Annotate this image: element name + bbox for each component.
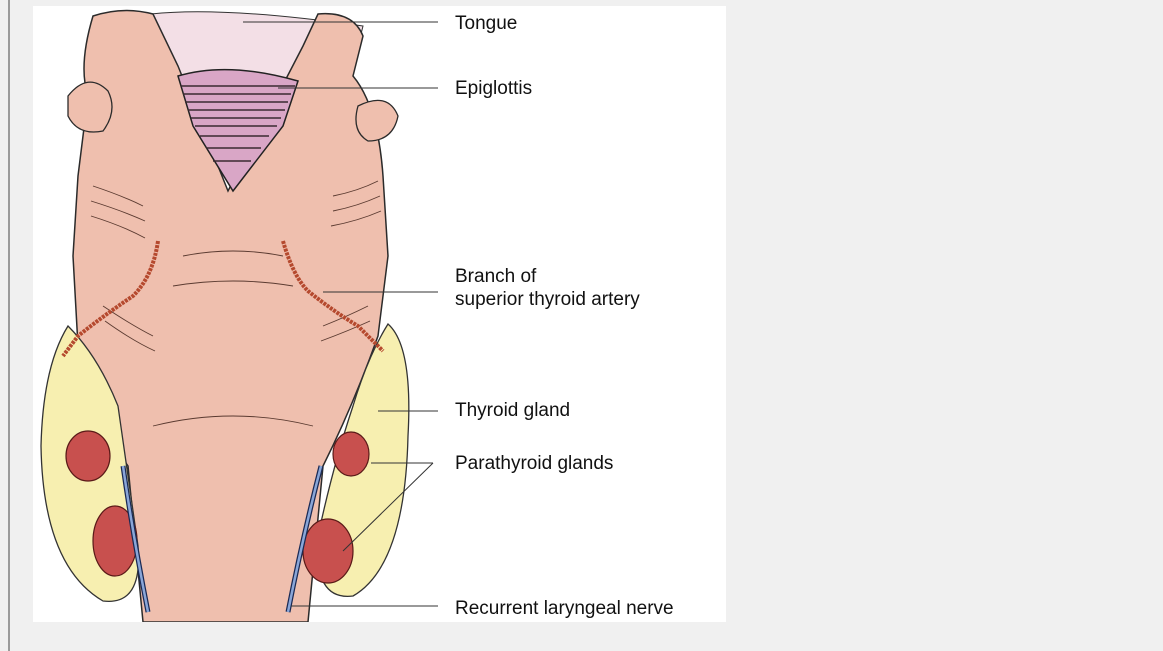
label-branch-line2: superior thyroid artery [455, 288, 640, 311]
right-lateral-bulge [356, 100, 398, 141]
parathyroid-right-lower [303, 519, 353, 583]
parathyroid-right-upper [333, 432, 369, 476]
parathyroid-left-upper [66, 431, 110, 481]
label-epiglottis: Epiglottis [455, 77, 532, 100]
window-left-border [8, 0, 10, 651]
label-parathyroid-glands: Parathyroid glands [455, 452, 613, 475]
anatomy-illustration [33, 6, 726, 622]
label-tongue: Tongue [455, 12, 517, 35]
label-superior-thyroid-artery: Branch of superior thyroid artery [455, 265, 640, 311]
left-lateral-bulge [68, 82, 112, 132]
label-recurrent-laryngeal-nerve: Recurrent laryngeal nerve [455, 597, 674, 620]
label-thyroid-gland: Thyroid gland [455, 399, 570, 422]
label-branch-line1: Branch of [455, 265, 640, 288]
anatomy-figure: Tongue Epiglottis Branch of superior thy… [33, 6, 726, 622]
